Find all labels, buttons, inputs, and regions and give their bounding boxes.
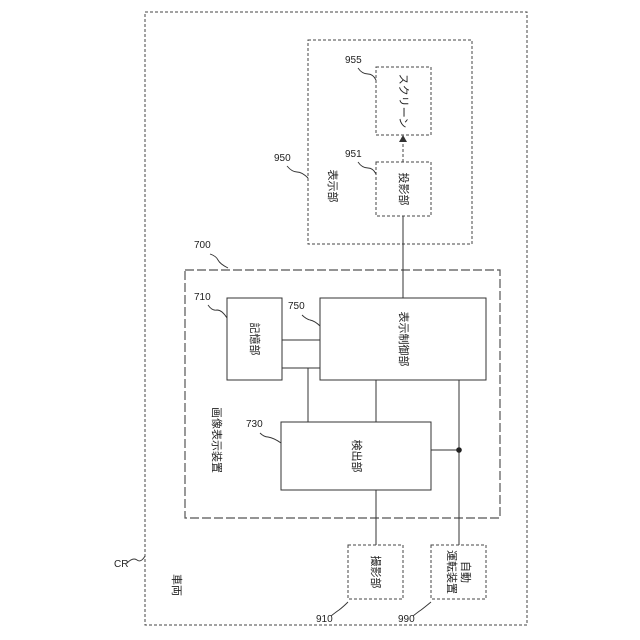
leader-951: [358, 162, 376, 174]
display-control-unit-label: 表示制御部: [397, 312, 411, 367]
ref-990: 990: [398, 614, 415, 625]
projection-arrow-head: [399, 135, 407, 142]
image-display-device-label: 画像表示装置: [210, 407, 224, 473]
wire-storage-to-detection: [282, 368, 308, 422]
projection-unit-label: 投影部: [397, 173, 411, 206]
junction-dot: [456, 447, 462, 453]
leader-950: [287, 166, 308, 178]
ref-750: 750: [288, 301, 305, 312]
leader-700: [210, 254, 228, 268]
vehicle-label: 車両: [170, 574, 184, 596]
display-unit-label: 表示部: [326, 170, 340, 203]
autonomous-driving-label-line2: 運転装置: [445, 550, 458, 594]
imaging-unit-label: 撮影部: [369, 556, 383, 589]
ref-710: 710: [194, 292, 211, 303]
leader-730: [260, 433, 281, 443]
ref-700: 700: [194, 240, 211, 251]
ref-910: 910: [316, 614, 333, 625]
leader-955: [358, 68, 376, 80]
leader-750: [302, 315, 320, 326]
leader-910: [331, 602, 348, 616]
leader-710: [208, 305, 227, 318]
ref-730: 730: [246, 419, 263, 430]
detection-unit-label: 検出部: [350, 440, 364, 473]
leader-cr: [127, 556, 145, 563]
storage-unit-label: 記憶部: [248, 323, 262, 356]
ref-955: 955: [345, 55, 362, 66]
autonomous-driving-label-line1: 自動: [459, 561, 473, 583]
ref-951: 951: [345, 149, 362, 160]
screen-label: スクリーン: [397, 74, 410, 128]
ref-950: 950: [274, 153, 291, 164]
ref-cr: CR: [114, 559, 128, 570]
leader-990: [413, 602, 431, 616]
